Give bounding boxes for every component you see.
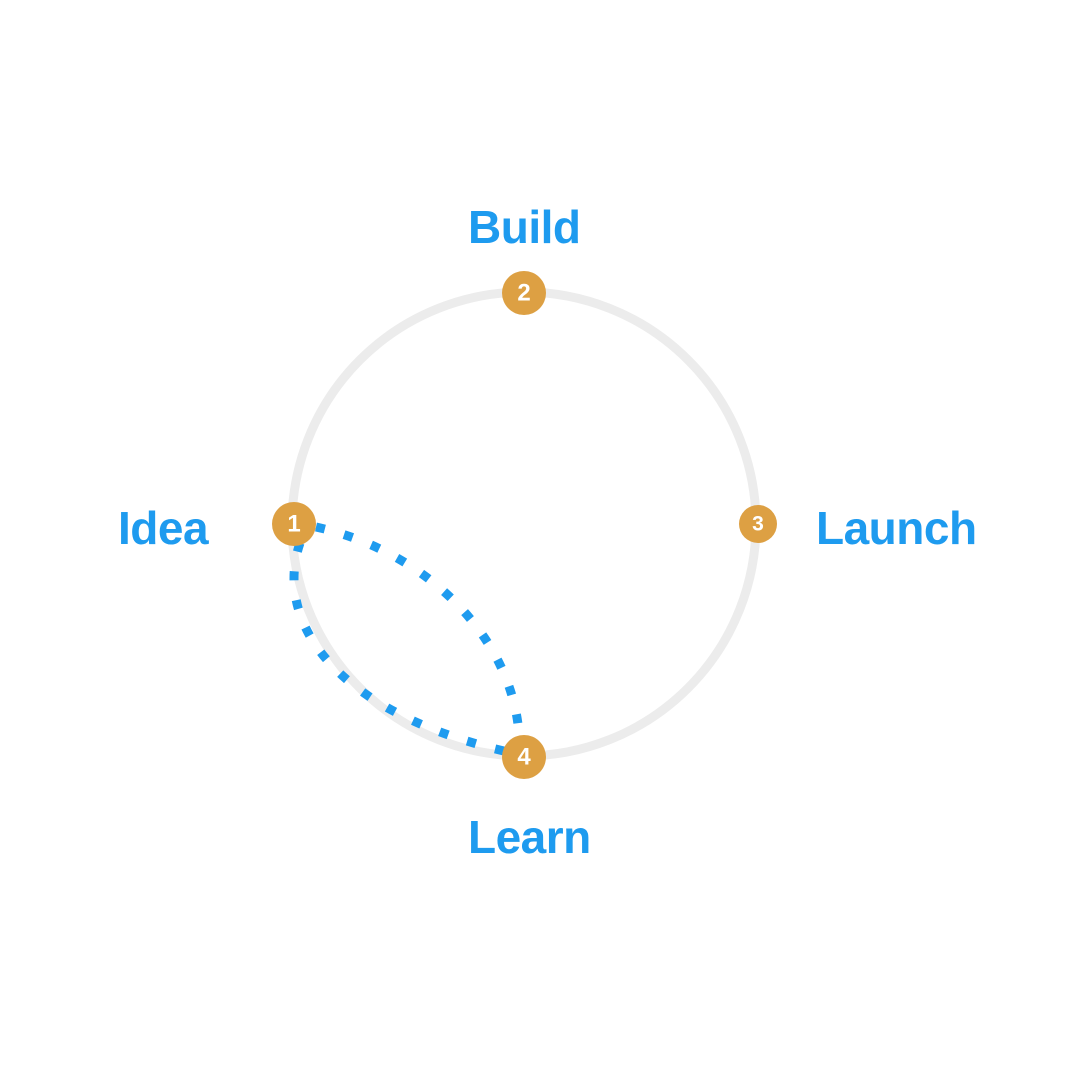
node-launch-circle [739, 505, 777, 543]
node-build[interactable]: 2 [502, 271, 546, 315]
node-launch-number: 3 [752, 513, 764, 536]
stage-label-build: Build [468, 201, 581, 253]
stage-label-idea: Idea [118, 502, 209, 554]
node-idea-circle [272, 502, 316, 546]
node-learn-number: 4 [517, 744, 531, 771]
node-learn[interactable]: 4 [502, 735, 546, 779]
cycle-ring [287, 287, 761, 761]
node-idea[interactable]: 1 [272, 502, 316, 546]
node-idea-number: 1 [287, 511, 300, 538]
node-learn-circle [502, 735, 546, 779]
feedback-loop-group [289, 522, 524, 757]
node-build-number: 2 [517, 280, 530, 307]
node-launch[interactable]: 3 [739, 505, 777, 543]
feedback-arc-return [315, 522, 524, 735]
node-build-circle [502, 271, 546, 315]
stage-label-launch: Launch [816, 502, 977, 554]
stage-label-learn: Learn [468, 811, 591, 863]
feedback-arc-outward [289, 541, 510, 757]
